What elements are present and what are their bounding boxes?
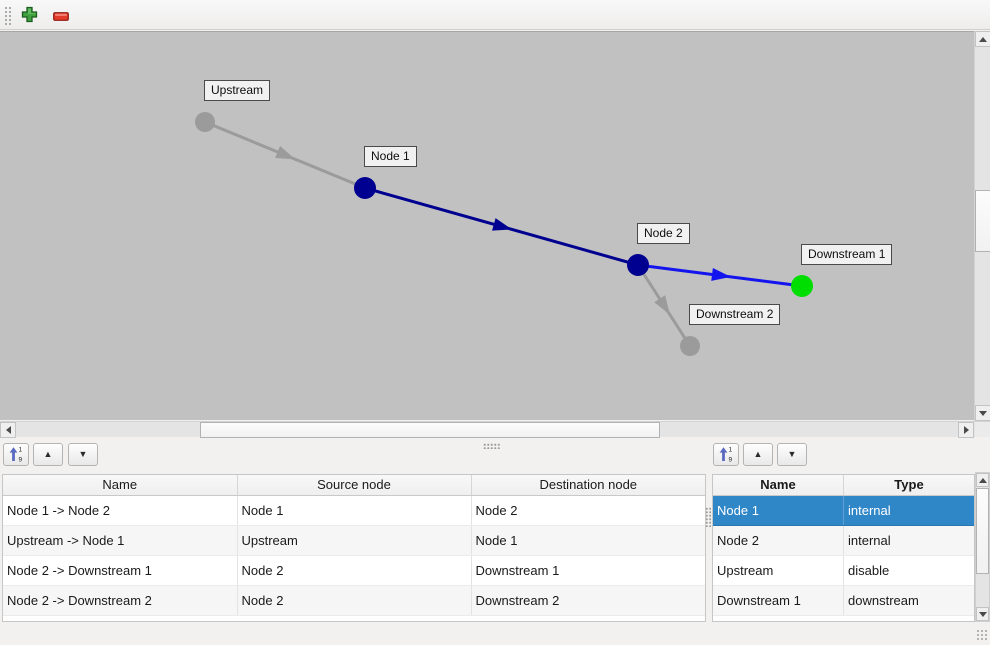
table-cell[interactable]: Node 1 -> Node 2: [3, 495, 238, 526]
triangle-down-icon: [978, 611, 987, 617]
edge-arrow-icon: [711, 268, 731, 281]
table-cell[interactable]: Upstream -> Node 1: [3, 525, 238, 556]
nodes-move-up-button[interactable]: ▲: [743, 443, 773, 466]
graph-node[interactable]: [195, 112, 215, 132]
graph-node[interactable]: [791, 275, 813, 297]
column-header[interactable]: Type: [843, 475, 974, 496]
edge-arrow-icon: [492, 218, 513, 231]
scroll-down-button[interactable]: [976, 607, 989, 621]
svg-text:9: 9: [19, 456, 23, 462]
triangle-up-icon: ▲: [43, 449, 53, 459]
table-cell[interactable]: Downstream 1: [471, 555, 705, 586]
table-cell[interactable]: Node 2: [713, 525, 844, 556]
edge-arrow-icon: [275, 145, 296, 160]
svg-text:1: 1: [729, 446, 733, 453]
node-label[interactable]: Upstream: [204, 80, 271, 101]
scroll-left-button[interactable]: [0, 422, 16, 438]
node-label[interactable]: Downstream 1: [801, 244, 893, 265]
window-resize-grip[interactable]: [976, 629, 989, 642]
triangle-up-icon: [978, 477, 987, 483]
main-toolbar: [0, 0, 990, 30]
graph-svg: [195, 112, 813, 356]
table-cell[interactable]: Node 1: [237, 495, 472, 526]
table-cell[interactable]: Downstream 1: [713, 585, 844, 616]
triangle-left-icon: [5, 426, 11, 434]
table-cell[interactable]: Upstream: [237, 525, 472, 556]
table-cell[interactable]: Node 1: [471, 525, 705, 556]
column-header[interactable]: Source node: [237, 475, 472, 496]
triangle-up-icon: [979, 36, 987, 42]
scroll-right-button[interactable]: [958, 422, 974, 438]
scrollbar-corner: [975, 421, 990, 437]
sort-ascending-icon: 1 9: [719, 446, 733, 464]
column-header[interactable]: Name: [713, 475, 844, 496]
remove-node-button[interactable]: [52, 7, 70, 25]
canvas-horizontal-scrollbar[interactable]: [0, 421, 975, 438]
triangle-down-icon: ▼: [787, 449, 797, 459]
node-label[interactable]: Downstream 2: [689, 304, 781, 325]
edges-sort-button[interactable]: 1 9: [3, 443, 29, 466]
minus-icon: [53, 9, 69, 24]
triangle-right-icon: [963, 426, 969, 434]
column-header[interactable]: Name: [3, 475, 238, 496]
svg-text:1: 1: [19, 446, 23, 453]
triangle-down-icon: ▼: [78, 449, 88, 459]
triangle-up-icon: ▲: [753, 449, 763, 459]
scroll-down-button[interactable]: [975, 405, 990, 421]
triangle-down-icon: [979, 410, 987, 416]
nodes-table-scrollbar[interactable]: [975, 472, 990, 622]
table-cell[interactable]: Node 2: [237, 585, 472, 616]
table-cell[interactable]: Upstream: [713, 555, 844, 586]
table-cell[interactable]: downstream: [843, 585, 974, 616]
vertical-scroll-thumb[interactable]: [975, 190, 990, 252]
table-cell[interactable]: Downstream 2: [471, 585, 705, 616]
canvas-vertical-scrollbar[interactable]: [974, 31, 990, 421]
table-cell[interactable]: Node 2: [471, 495, 705, 526]
svg-text:9: 9: [729, 456, 733, 462]
toolbar-drag-handle[interactable]: [4, 6, 13, 25]
horizontal-splitter-handle[interactable]: [483, 443, 500, 449]
plus-icon: [21, 6, 38, 26]
table-cell[interactable]: Node 2 -> Downstream 1: [3, 555, 238, 586]
table-cell[interactable]: internal: [843, 525, 974, 556]
table-cell[interactable]: Node 2: [237, 555, 472, 586]
sort-ascending-icon: 1 9: [9, 446, 23, 464]
scroll-up-button[interactable]: [975, 31, 990, 47]
vertical-splitter-handle[interactable]: [705, 507, 711, 527]
table-cell[interactable]: internal: [843, 495, 974, 526]
column-header[interactable]: Destination node: [471, 475, 705, 496]
graph-node[interactable]: [354, 177, 376, 199]
edges-move-down-button[interactable]: ▼: [68, 443, 98, 466]
node-label[interactable]: Node 2: [637, 223, 690, 244]
table-cell[interactable]: Node 2 -> Downstream 2: [3, 585, 238, 616]
nodes-sort-button[interactable]: 1 9: [713, 443, 739, 466]
node-label[interactable]: Node 1: [364, 146, 417, 167]
graph-node[interactable]: [627, 254, 649, 276]
horizontal-scroll-thumb[interactable]: [200, 422, 660, 438]
table-scroll-thumb[interactable]: [976, 488, 989, 574]
scroll-up-button[interactable]: [976, 473, 989, 487]
edges-move-up-button[interactable]: ▲: [33, 443, 63, 466]
graph-node[interactable]: [680, 336, 700, 356]
table-cell[interactable]: disable: [843, 555, 974, 586]
table-cell[interactable]: Node 1: [713, 495, 844, 526]
add-node-button[interactable]: [20, 6, 38, 26]
nodes-move-down-button[interactable]: ▼: [777, 443, 807, 466]
edge-arrow-icon: [654, 295, 670, 315]
